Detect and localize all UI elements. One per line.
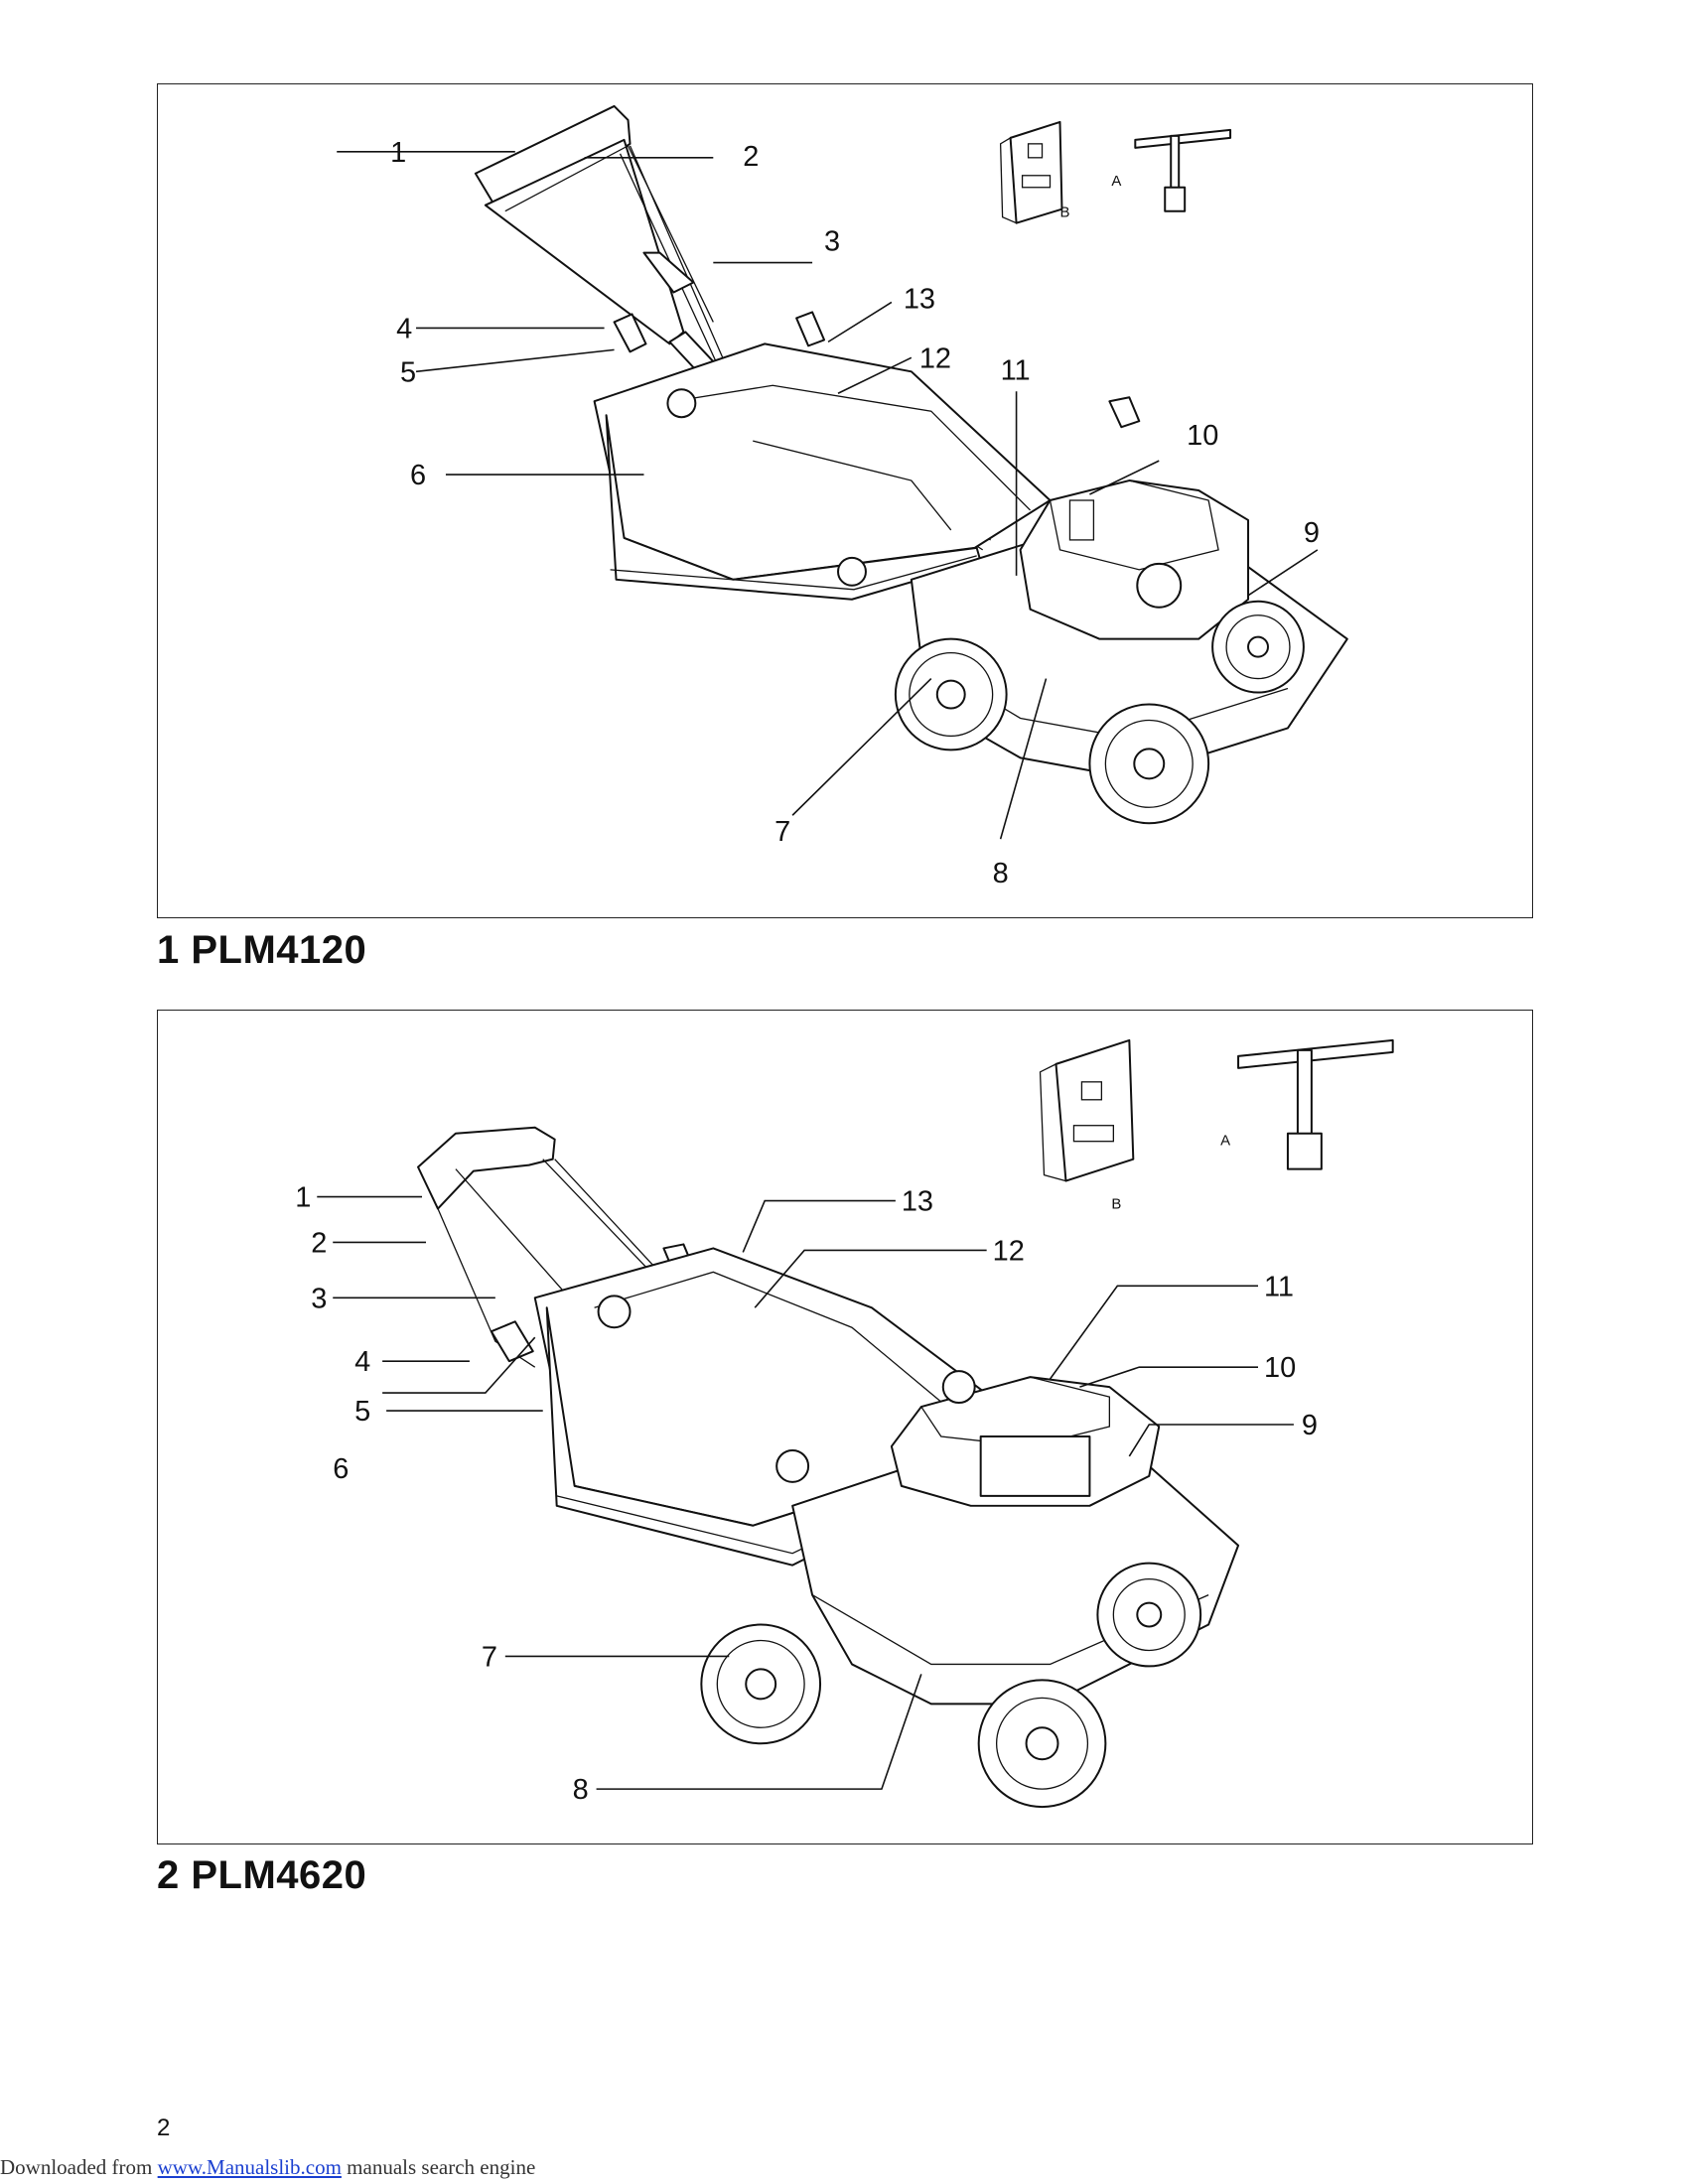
download-footer: Downloaded from www.Manualslib.com manua… <box>0 2155 535 2180</box>
callout-4: 4 <box>354 1346 370 1378</box>
accessory-label-b: B <box>1059 205 1069 221</box>
callout-11: 11 <box>1001 354 1031 386</box>
accessory-wrench-illustration <box>1237 1038 1394 1170</box>
callout-5: 5 <box>400 356 416 388</box>
callout-9: 9 <box>1302 1410 1318 1441</box>
callout-8: 8 <box>993 858 1009 889</box>
front-wheel-left <box>977 1679 1107 1809</box>
callout-12: 12 <box>919 342 951 374</box>
manualslib-link[interactable]: www.Manualslib.com <box>157 2155 342 2179</box>
accessory-label-a: A <box>1220 1133 1230 1150</box>
callout-6: 6 <box>410 460 426 491</box>
callout-7: 7 <box>774 816 790 848</box>
callout-2: 2 <box>743 141 759 173</box>
callout-8: 8 <box>573 1774 589 1806</box>
accessory-wrench-illustration <box>1134 128 1232 212</box>
accessory-label-a: A <box>1111 173 1121 190</box>
callout-5: 5 <box>354 1396 370 1428</box>
callout-4: 4 <box>396 313 412 344</box>
figure-plm4120: 1 2 3 4 5 6 7 8 9 10 11 12 13 A B <box>157 83 1533 918</box>
callout-10: 10 <box>1187 420 1218 452</box>
front-wheel-right <box>1096 1562 1202 1668</box>
callout-1: 1 <box>295 1182 311 1214</box>
callout-9: 9 <box>1304 517 1320 549</box>
callout-13: 13 <box>902 1186 933 1218</box>
callout-3: 3 <box>824 226 840 258</box>
footer-prefix: Downloaded from <box>0 2155 158 2179</box>
callout-11: 11 <box>1264 1271 1294 1302</box>
grass-catcher-illustration <box>593 342 1052 601</box>
callout-2: 2 <box>311 1227 327 1259</box>
mower-deck-and-engine <box>791 1370 1240 1706</box>
accessory-clip-illustration <box>1039 1038 1135 1182</box>
callout-6: 6 <box>333 1453 349 1485</box>
callout-3: 3 <box>311 1283 327 1314</box>
callout-leader-lines <box>317 1195 1294 1790</box>
figure-caption: 1 PLM4120 <box>157 928 367 972</box>
callout-10: 10 <box>1264 1352 1296 1384</box>
lawn-mower-illustration-plm4620: 1 2 3 4 5 6 7 8 9 10 11 12 13 A B <box>295 1038 1394 1809</box>
front-wheel-left <box>1088 703 1210 825</box>
accessory-label-b: B <box>1111 1196 1121 1213</box>
footer-suffix: manuals search engine <box>341 2155 536 2179</box>
mower-deck-and-engine <box>910 396 1348 779</box>
lawn-mower-illustration-plm4120: 1 2 3 4 5 6 7 8 9 10 11 12 13 A B <box>337 104 1348 889</box>
figure-plm4620: 1 2 3 4 5 6 7 8 9 10 11 12 13 A B <box>157 1010 1533 1844</box>
rear-wheel-left <box>894 637 1008 751</box>
callout-12: 12 <box>993 1235 1025 1267</box>
front-wheel-right <box>1211 600 1305 694</box>
callout-7: 7 <box>482 1641 497 1673</box>
figure-caption: 2 PLM4620 <box>157 1853 367 1897</box>
callout-leader-lines <box>337 151 1319 840</box>
accessory-clip-illustration <box>999 120 1063 224</box>
callout-13: 13 <box>904 283 935 315</box>
page-number: 2 <box>157 2115 171 2141</box>
callout-1: 1 <box>390 137 406 169</box>
rear-wheel-left <box>700 1623 822 1745</box>
